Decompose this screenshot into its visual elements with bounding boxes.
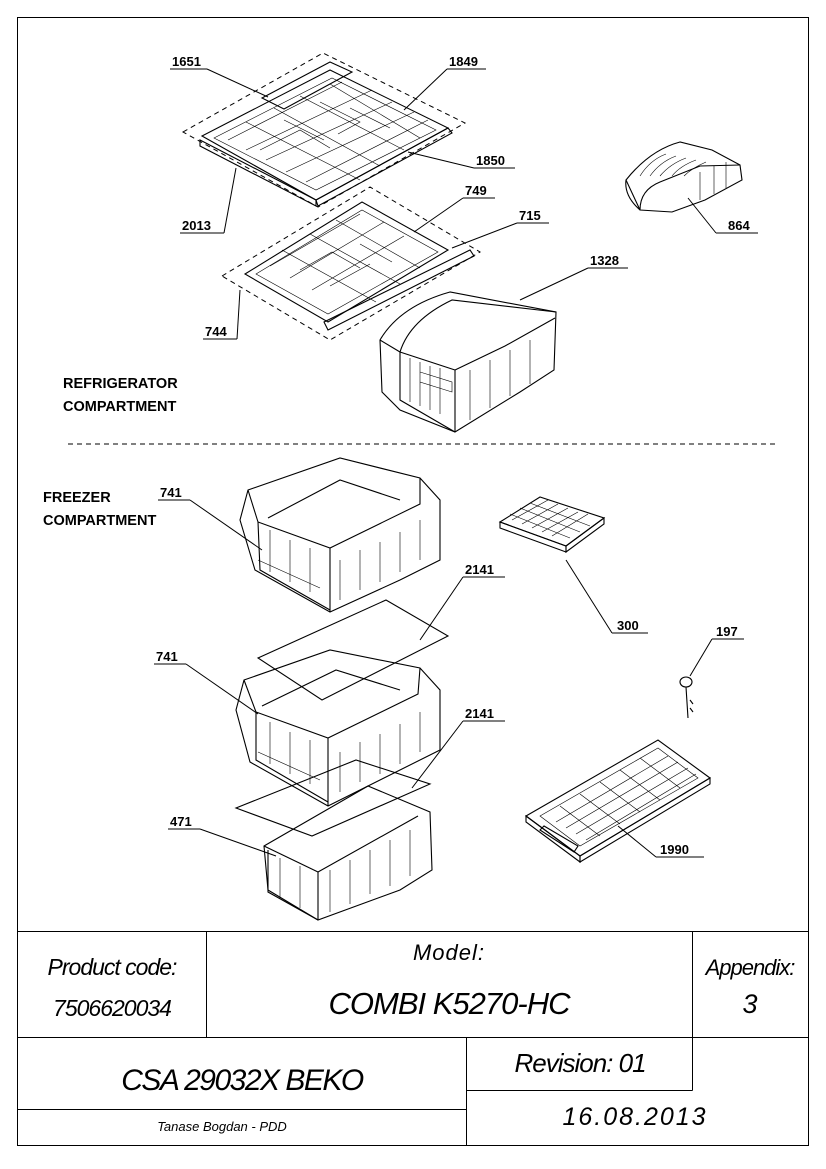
- csa-number: CSA 29032X BEKO: [121, 1064, 364, 1097]
- freezer-title-line2: COMPARTMENT: [43, 513, 156, 529]
- refrigerator-compartment-title: REFRIGERATOR COMPARTMENT: [63, 376, 182, 415]
- callout-label-197: 197: [716, 624, 738, 639]
- refrigerator-title-line1: REFRIGERATOR: [63, 376, 178, 392]
- freezer-drawer-middle: [235, 649, 441, 807]
- door-rack: [625, 141, 743, 213]
- callout-label-1990: 1990: [660, 842, 689, 857]
- callout-label-300: 300: [617, 618, 639, 633]
- ice-tray: [498, 496, 606, 554]
- date: 16.08.2013: [562, 1103, 707, 1131]
- freezer-drawer-bottom: [263, 785, 433, 921]
- appendix-label: Appendix:: [704, 955, 796, 980]
- callout-label-1850: 1850: [476, 153, 505, 168]
- model-value: COMBI K5270-HC: [329, 986, 572, 1021]
- author: Tanase Bogdan - PDD: [157, 1119, 287, 1134]
- callout-1651: 1651: [170, 54, 269, 98]
- model-label: Model:: [413, 940, 485, 965]
- ice-bin-tray: [524, 739, 711, 864]
- callout-2141-top: 2141: [419, 562, 505, 641]
- appendix-value: 3: [742, 989, 757, 1019]
- freezer-title-line1: FREEZER: [43, 490, 111, 506]
- callout-749: 749: [413, 183, 495, 233]
- callout-label-2013: 2013: [182, 218, 211, 233]
- callout-label-864: 864: [728, 218, 750, 233]
- refrigerator-title-line2: COMPARTMENT: [63, 399, 176, 415]
- callout-label-741-middle: 741: [156, 649, 178, 664]
- freezer-plate-top: [256, 599, 450, 701]
- key-part: [679, 676, 694, 719]
- freezer-plate-bottom: [234, 759, 432, 837]
- callout-741-top: 741: [158, 485, 263, 551]
- callout-197: 197: [689, 624, 744, 677]
- callout-label-744: 744: [205, 324, 227, 339]
- freezer-compartment-title: FREEZER COMPARTMENT: [43, 490, 156, 529]
- callout-label-2141-bottom: 2141: [465, 706, 494, 721]
- callout-label-2141-top: 2141: [465, 562, 494, 577]
- callout-label-741-top: 741: [160, 485, 182, 500]
- callout-741-middle: 741: [154, 649, 259, 715]
- callout-label-1651: 1651: [172, 54, 201, 69]
- crisper-drawer: [379, 291, 557, 433]
- callout-300: 300: [565, 559, 648, 634]
- callout-744: 744: [203, 289, 241, 340]
- callout-1850: 1850: [407, 151, 515, 169]
- callout-2013: 2013: [180, 167, 237, 234]
- product-code-label: Product code:: [48, 954, 178, 980]
- callout-1990: 1990: [617, 825, 704, 858]
- revision: Revision: 01: [514, 1048, 645, 1078]
- lower-glass-shelf: [221, 186, 481, 341]
- callout-label-749: 749: [465, 183, 487, 198]
- callout-471: 471: [168, 814, 277, 857]
- callout-715: 715: [451, 208, 549, 249]
- freezer-drawer-top: [239, 457, 441, 613]
- callout-1849: 1849: [403, 54, 486, 111]
- drawing-frame: [17, 17, 809, 1146]
- product-code-value: 7506620034: [53, 995, 171, 1021]
- glass-shelf-assembly: [181, 52, 467, 208]
- callout-label-715: 715: [519, 208, 541, 223]
- callout-2141-bottom: 2141: [411, 706, 505, 789]
- callout-label-1328: 1328: [590, 253, 619, 268]
- callout-label-1849: 1849: [449, 54, 478, 69]
- callout-1328: 1328: [519, 253, 628, 301]
- callout-864: 864: [687, 197, 758, 234]
- title-block: Product code: 7506620034 Model: COMBI K5…: [17, 931, 809, 1146]
- callout-label-471: 471: [170, 814, 192, 829]
